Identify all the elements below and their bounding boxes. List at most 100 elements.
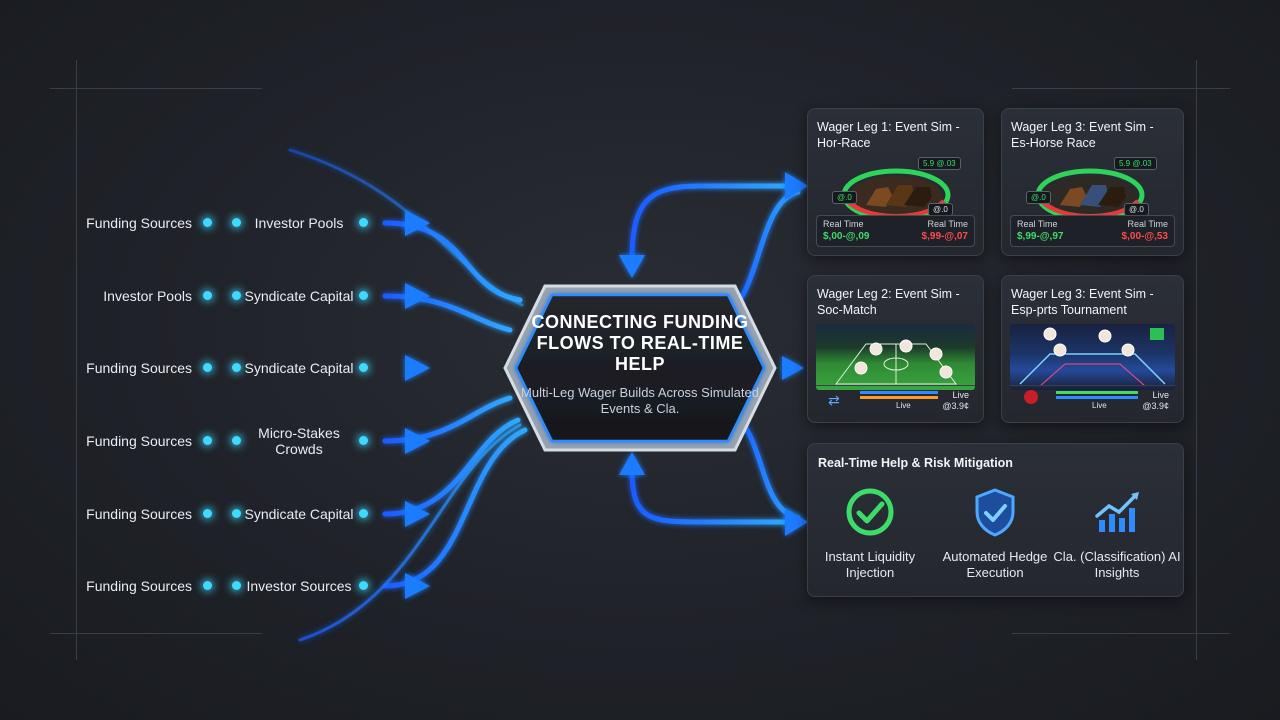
arrowhead-left-1 (405, 210, 430, 236)
hub-text: CONNECTING FUNDING FLOWS TO REAL-TIME HE… (520, 312, 760, 417)
source-to-label: Investor Sources (246, 578, 352, 594)
bar-blue (1056, 396, 1138, 399)
bar-live-label: Live (1092, 401, 1107, 410)
odds-pill-b: @.0 (832, 191, 857, 204)
frame-line-bottom-right (1012, 633, 1230, 634)
card-title: Wager Leg 2: Event Sim - Soc-Match (817, 287, 960, 317)
esports-arena-image (1010, 324, 1175, 390)
arrowhead-left-2 (405, 283, 430, 309)
trend-chart-icon (1095, 492, 1139, 532)
connector-dot (359, 509, 368, 518)
connector-dot (203, 363, 212, 372)
connector-dot (232, 509, 241, 518)
connector-dot (359, 218, 368, 227)
card-wager-leg-3-horse[interactable]: Wager Leg 3: Event Sim - Es-Horse Race 5… (1001, 108, 1184, 256)
rt-right-label: Real Time (1127, 219, 1168, 229)
source-from-label: Investor Pools (103, 288, 192, 304)
odds-pill-b: @.0 (1026, 191, 1051, 204)
help-title: Real-Time Help & Risk Mitigation (818, 456, 1013, 470)
frame-line-top-right (1012, 88, 1230, 89)
bar-green (1056, 391, 1138, 394)
rt-right-value: $,00-@,53 (1121, 231, 1168, 242)
source-from-label: Funding Sources (86, 360, 192, 376)
arrowhead-left-4 (405, 428, 430, 454)
check-circle-icon (846, 488, 894, 536)
connector-dot (232, 363, 241, 372)
real-time-box: Real Time Real Time $,99-@,97 $,00-@,53 (1010, 215, 1175, 247)
connector-dot (359, 291, 368, 300)
connector-dot (203, 581, 212, 590)
live-label: Live (1152, 390, 1169, 400)
connector-dot (232, 218, 241, 227)
arrowhead-card-mid (782, 356, 804, 380)
connector-dot (203, 291, 212, 300)
card-wager-leg-1-horse[interactable]: Wager Leg 1: Event Sim - Hor-Race 5.9 @.… (807, 108, 984, 256)
arrowhead-hub-bottom (619, 452, 645, 475)
frame-line-bottom-left (50, 633, 262, 634)
rt-left-value: $,99-@,97 (1017, 231, 1064, 242)
real-time-box: Real Time Real Time $,00-@,09 $,99-@,07 (816, 215, 975, 247)
help-item-insights[interactable]: Cla. (Classification) AI Insights (1052, 486, 1182, 581)
odds-pill-a: 5.9 @.03 (918, 157, 961, 170)
source-to-label: Micro-Stakes Crowds (258, 425, 340, 457)
odds-value: @3.9¢ (1142, 401, 1169, 411)
rt-right-value: $,99-@,07 (921, 231, 968, 242)
shield-check-icon (975, 488, 1015, 537)
arrowhead-left-3 (405, 355, 430, 381)
rt-left-value: $,00-@,09 (823, 231, 870, 242)
help-item-label: Automated Hedge Execution (942, 549, 1048, 580)
team-logo-icon (1024, 390, 1038, 404)
connector-dot (359, 363, 368, 372)
live-bar-row: Live Live @3.9¢ (1010, 385, 1175, 414)
card-wager-leg-2-soccer[interactable]: Wager Leg 2: Event Sim - Soc-Match ⇄ Liv… (807, 275, 984, 423)
source-from-label: Funding Sources (86, 215, 192, 231)
source-from-label: Funding Sources (86, 433, 192, 449)
connector-dot (232, 581, 241, 590)
help-item-liquidity[interactable]: Instant Liquidity Injection (808, 486, 935, 581)
live-bar-row: ⇄ Live Live @3.9¢ (816, 385, 975, 414)
soccer-field-image (816, 324, 975, 390)
connector-dot (359, 436, 368, 445)
connector-dot (232, 436, 241, 445)
help-item-hedge[interactable]: Automated Hedge Execution (930, 486, 1060, 581)
source-row: Funding Sources Syndicate Capital (0, 499, 400, 529)
frame-line-right-vertical (1196, 60, 1197, 660)
source-to-label: Investor Pools (254, 215, 344, 231)
arrowhead-left-5 (405, 501, 430, 527)
esports-arena-lines (1019, 327, 1166, 387)
odds-value: @3.9¢ (942, 401, 969, 411)
source-to-label: Syndicate Capital (244, 288, 354, 304)
connector-dot (232, 291, 241, 300)
hub-subtitle: Multi-Leg Wager Builds Across Simulated … (521, 385, 759, 416)
hub-title: CONNECTING FUNDING FLOWS TO REAL-TIME HE… (531, 312, 749, 374)
card-wager-leg-3-esports[interactable]: Wager Leg 3: Event Sim - Esp-prts Tourna… (1001, 275, 1184, 423)
flow-path-2 (382, 293, 513, 333)
soccer-field-lines (835, 339, 957, 385)
odds-pill-c: @.0 (1124, 203, 1149, 216)
source-from-label: Funding Sources (86, 506, 192, 522)
flow-path-extra-a (298, 423, 522, 642)
source-from-label: Funding Sources (86, 578, 192, 594)
connector-dot (203, 436, 212, 445)
flow-path-top-right (727, 189, 801, 313)
arrowhead-card-bottom (785, 508, 808, 536)
source-row: Investor Pools Syndicate Capital (0, 281, 400, 311)
source-row: Funding Sources Investor Pools (0, 208, 400, 238)
flow-path-5 (382, 417, 521, 517)
arrowhead-card-top (785, 172, 808, 200)
flow-path-4 (382, 395, 513, 444)
live-label: Live (952, 390, 969, 400)
odds-pill-a: 5.9 @.03 (1114, 157, 1157, 170)
source-row: Funding Sources Micro-Stakes Crowds (0, 425, 400, 457)
arrowhead-hub-top (619, 255, 645, 278)
rt-left-label: Real Time (823, 219, 864, 229)
connector-dot (203, 509, 212, 518)
connector-dot (203, 218, 212, 227)
bar-orange (860, 396, 938, 399)
connector-dot (359, 581, 368, 590)
source-to-label: Syndicate Capital (244, 506, 354, 522)
flow-path-top-loop (629, 183, 793, 263)
flow-path-bottom-loop (629, 467, 793, 525)
bar-blue (860, 391, 938, 394)
